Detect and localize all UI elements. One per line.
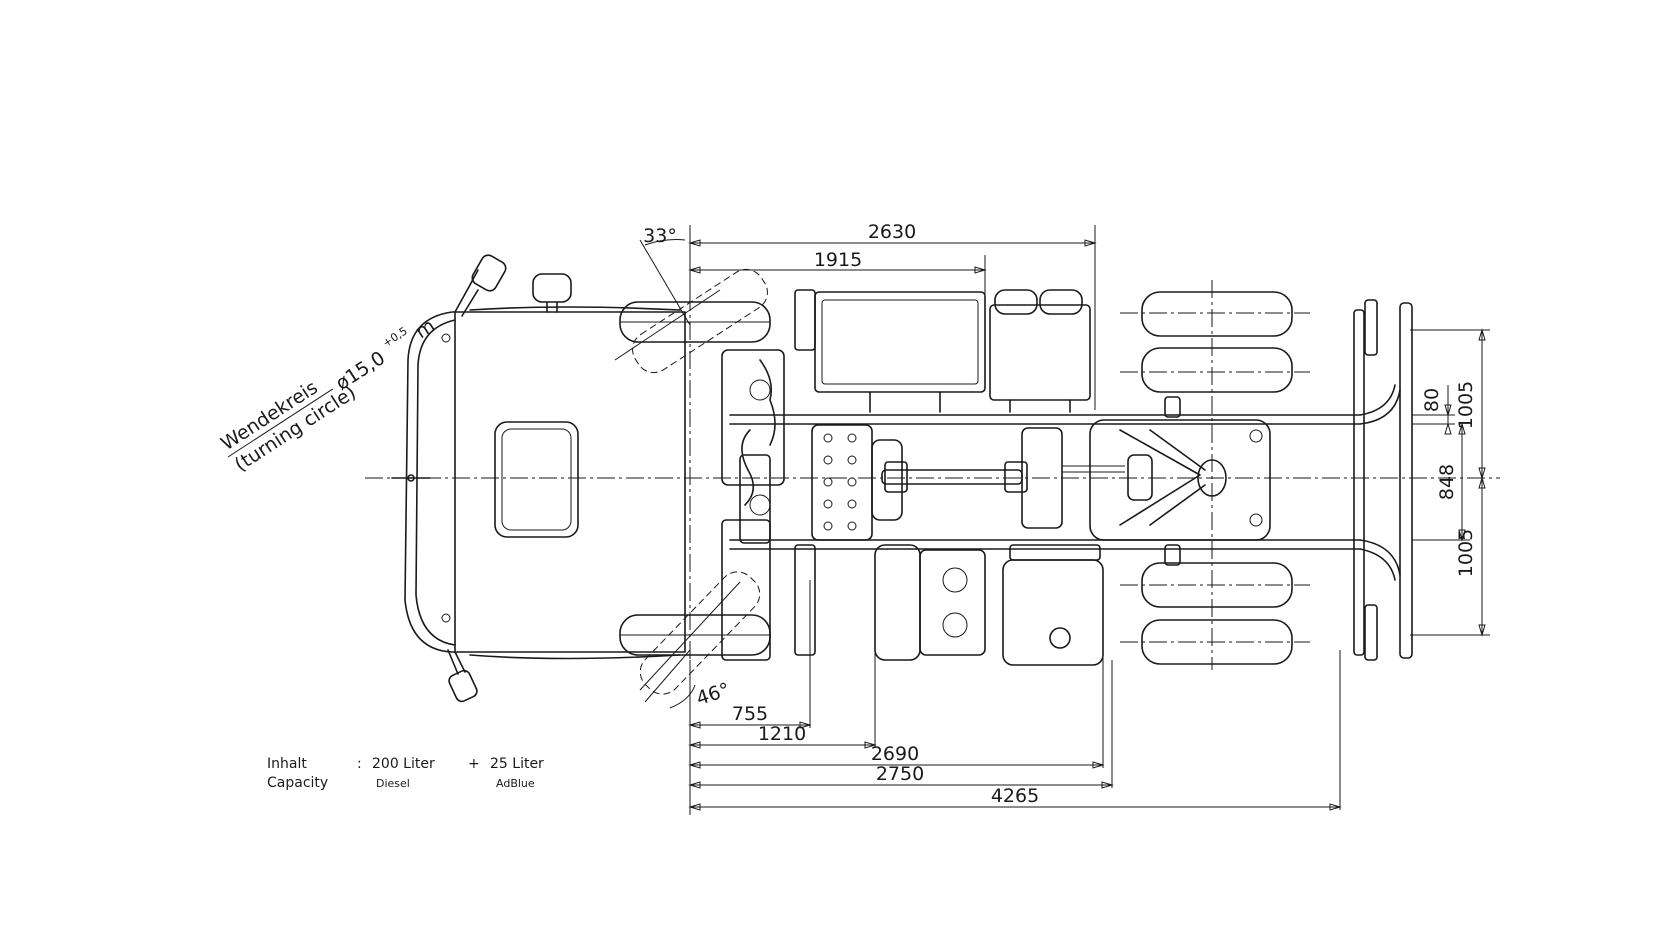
dim-2690-label: 2690: [871, 743, 919, 765]
mirror-bottom: [447, 649, 478, 703]
roof-hatch: [494, 421, 579, 538]
capacity-adblue-label: AdBlue: [496, 777, 535, 790]
fuel-tank: [874, 544, 1104, 666]
dim-4265: 4265: [688, 650, 1342, 811]
dim-1915-label: 1915: [814, 249, 862, 271]
capacity-diesel-label: Diesel: [376, 777, 410, 790]
angle-33: 33°: [639, 225, 691, 326]
capacity-plus: +: [468, 756, 480, 772]
front-wheel-bottom: [619, 571, 771, 695]
air-horn: [532, 273, 572, 303]
air-tanks-top: [989, 289, 1091, 413]
dim-2750-label: 2750: [876, 763, 924, 785]
dim-2690: 2690: [688, 600, 1105, 769]
dim-2630: 2630: [688, 221, 1097, 410]
rear-wheels-bottom: [1141, 562, 1293, 665]
drive-shaft: [881, 427, 1125, 529]
engine-area: [721, 289, 903, 661]
battery-box: [814, 291, 986, 413]
dim-755-label: 755: [732, 703, 768, 725]
dim-80-label: 80: [1421, 388, 1443, 412]
adblue-cap: [1049, 627, 1071, 649]
turning-circle-tolerance: +0,5: [380, 324, 409, 349]
capacity-diesel-amount: 200 Liter: [372, 756, 435, 772]
dim-1915: 1915: [688, 249, 987, 295]
cab: [391, 306, 686, 660]
rear-axle: [1089, 396, 1271, 566]
dim-1210: 1210: [688, 590, 877, 749]
capacity-note: Inhalt Capacity : 200 Liter + 25 Liter D…: [267, 756, 544, 791]
capacity-label-de: Inhalt: [267, 756, 307, 772]
dim-1005-top-label: 1005: [1455, 381, 1477, 429]
dim-4265-label: 4265: [991, 785, 1039, 807]
dim-1005-bottom-label: 1005: [1455, 529, 1477, 577]
dim-2630-label: 2630: [868, 221, 916, 243]
angle-46: 46°: [644, 649, 733, 710]
capacity-separator: :: [357, 756, 362, 772]
capacity-adblue-amount: 25 Liter: [490, 756, 544, 772]
turning-circle-note: Wendekreis (turning circle) ø15,0 +0,5 m: [217, 315, 440, 476]
rear-underride-guard: [1353, 299, 1413, 661]
angle-33-label: 33°: [643, 225, 677, 247]
turning-circle-unit: m: [412, 315, 440, 344]
dim-848-label: 848: [1436, 464, 1458, 500]
angle-46-label: 46°: [694, 679, 733, 710]
rear-wheels-top: [1141, 291, 1293, 393]
dim-2750: 2750: [688, 660, 1114, 789]
dim-right-vertical: 80 1005 848 1005: [1410, 328, 1490, 637]
frame-rails: [729, 384, 1401, 581]
front-wheel-top: [614, 268, 771, 374]
mirror-top: [454, 254, 507, 317]
dim-755: 755: [688, 580, 812, 815]
dim-1210-label: 1210: [758, 723, 806, 745]
turning-circle-value: ø15,0: [332, 347, 389, 395]
capacity-label-en: Capacity: [267, 775, 328, 791]
